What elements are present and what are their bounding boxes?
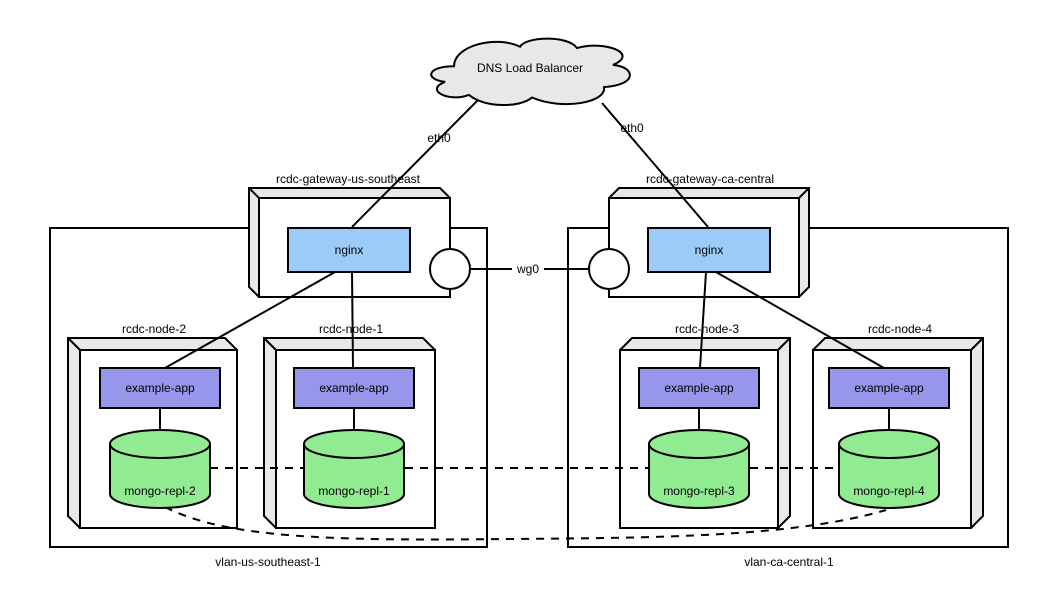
example-app-node4-box: [828, 367, 950, 409]
mongo-repl-2-top: [109, 429, 211, 459]
wireguard-circle-us: [429, 248, 471, 290]
mongo-repl-1-cylinder: [303, 429, 405, 509]
nginx-ca-to-app-node3-line: [699, 271, 707, 369]
example-app-node1-box: [293, 367, 415, 409]
gateway-us-label: rcdc-gateway-us-southeast: [276, 172, 421, 186]
mongo-repl-4-cylinder: [838, 429, 940, 509]
node-3-label: rcdc-node-3: [675, 322, 739, 336]
nginx-ca-to-app-node4-line: [715, 271, 885, 369]
gateway-ca-label: rcdc-gateway-ca-central: [646, 172, 774, 186]
mongo-repl-3-top: [648, 429, 750, 459]
node-1-corner-line: [263, 337, 277, 351]
example-app-node3-label: example-app: [664, 381, 734, 395]
wg0-label: wg0: [516, 262, 539, 276]
eth0-us-label: eth0: [427, 131, 451, 145]
mongo-repl-3-cylinder: [648, 429, 750, 509]
example-app-node2-box: [99, 367, 221, 409]
mongo-repl-2-cylinder: [109, 429, 211, 509]
node-2-label: rcdc-node-2: [122, 322, 186, 336]
mongo-repl-3-body: [648, 444, 750, 509]
node-4-label: rcdc-node-4: [868, 322, 932, 336]
cloud-to-nginx-us-line: [351, 99, 479, 228]
mongo-repl-2-label: mongo-repl-2: [124, 484, 196, 498]
nginx-ca-box: [647, 227, 771, 273]
nginx-ca-label: nginx: [695, 243, 724, 257]
mongo-repl-2-body: [109, 444, 211, 509]
cloud-label: DNS Load Balancer: [477, 61, 583, 75]
node-2-corner-line: [67, 337, 81, 351]
wg0-label-bg: [512, 261, 544, 276]
nginx-us-to-app-node2-line: [164, 271, 336, 369]
mongo-repl-4-label: mongo-repl-4: [853, 484, 925, 498]
mongo-replica-dashed-curve: [164, 506, 887, 541]
nginx-us-label: nginx: [335, 243, 364, 257]
cloud-to-nginx-ca-line: [601, 102, 709, 228]
wireguard-circle-ca: [588, 248, 630, 290]
mongo-repl-1-label: mongo-repl-1: [318, 484, 390, 498]
gateway-ca-corner-line: [798, 187, 810, 199]
vlan-us-label: vlan-us-southeast-1: [215, 555, 321, 569]
mongo-repl-3-label: mongo-repl-3: [663, 484, 735, 498]
eth0-ca-label: eth0: [620, 121, 644, 135]
mongo-repl-1-body: [303, 444, 405, 509]
nginx-us-box: [287, 227, 411, 273]
node-4-corner-line: [970, 337, 984, 351]
gateway-us-corner-line: [248, 187, 260, 199]
example-app-node3-box: [638, 367, 760, 409]
mongo-repl-4-body: [838, 444, 940, 509]
example-app-node4-label: example-app: [854, 381, 924, 395]
example-app-node2-label: example-app: [125, 381, 195, 395]
vlan-ca-label: vlan-ca-central-1: [744, 555, 834, 569]
example-app-node1-label: example-app: [319, 381, 389, 395]
mongo-repl-1-top: [303, 429, 405, 459]
node-3-corner-line: [777, 337, 791, 351]
node-1-label: rcdc-node-1: [319, 322, 383, 336]
nginx-us-to-app-node1-line: [351, 271, 354, 369]
mongo-repl-4-top: [838, 429, 940, 459]
dns-load-balancer-cloud: [431, 39, 630, 105]
